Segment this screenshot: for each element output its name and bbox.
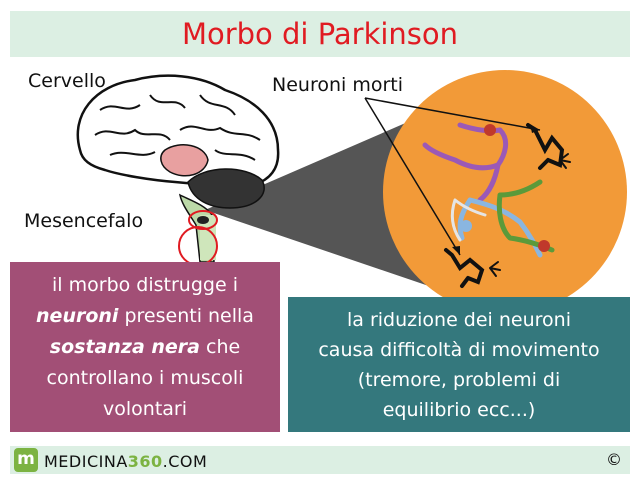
pointer-line-1 [364,97,541,131]
box-right-line-1: la riduzione dei neuroni [347,309,571,331]
box-left-emphasis-substance: sostanza nera [49,336,200,358]
label-midbrain: Mesencefalo [24,210,144,232]
footer: m MEDICINA360.COM © [0,440,640,480]
zoom-circle [383,70,627,314]
box-left-line-2: neuroni presenti nella [16,301,274,332]
box-right-line-2: causa difficoltà di movimento [318,339,600,361]
box-left-line-1: il morbo distrugge i [52,274,238,296]
copyright-mark: © [606,450,622,469]
pointer-line-2 [364,97,461,256]
label-brain: Cervello [28,70,106,92]
site-logo-text: MEDICINA360.COM [44,452,207,471]
box-right-line-4: equilibrio ecc...) [382,399,536,421]
neurons [422,122,571,288]
box-left-line-3: sostanza nera che [16,332,274,363]
label-dead-neurons: Neuroni morti [272,74,403,96]
box-left-line-4: controllano i muscoli [46,367,244,389]
box-left-emphasis-neurons: neuroni [36,305,119,327]
logo-prefix: MEDICINA [44,452,128,471]
info-box-destruction: il morbo distrugge i neuroni presenti ne… [10,262,280,432]
box-left-line-2-rest: presenti nella [118,305,254,327]
box-left-line-3-rest: che [199,336,241,358]
midbrain-highlight [188,210,218,230]
site-logo-icon: m [14,448,38,472]
footer-band [10,446,630,474]
info-box-effects: la riduzione dei neuroni causa difficolt… [288,297,630,432]
brain-illustration [76,74,280,266]
box-right-line-3: (tremore, problemi di [357,369,561,391]
page-title: Morbo di Parkinson [10,11,630,57]
logo-number: 360 [127,452,163,471]
box-left-line-5: volontari [103,398,187,420]
logo-suffix: .COM [162,452,208,471]
